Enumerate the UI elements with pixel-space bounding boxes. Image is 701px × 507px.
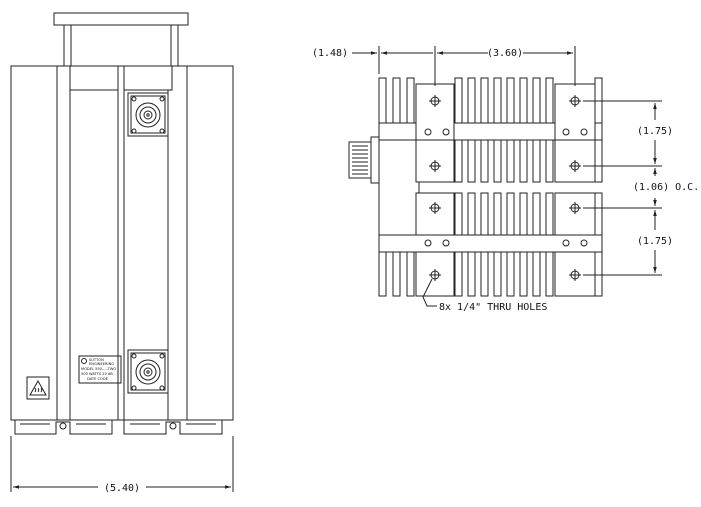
nameplate: SUTTON ENGINEERING MODEL 550-...-TWO 500…	[79, 356, 121, 383]
dim-top-label: (3.60)	[487, 48, 523, 59]
holes-note-label: 8x 1/4" THRU HOLES	[439, 302, 547, 313]
feet	[15, 420, 222, 434]
dim-center-spacing-label: (1.06) O.C.	[633, 182, 699, 193]
side-view: (1.48) (3.60) (1.75) (1.06) O.C. (1.75)	[312, 46, 699, 313]
clamp-blocks	[416, 84, 595, 296]
nameplate-line-3: MODEL 550-...-TWO	[81, 367, 116, 371]
bottom-connector-icon	[128, 350, 168, 393]
nameplate-line-5: DATE CODE	[87, 377, 109, 381]
top-connector-icon	[128, 93, 168, 136]
dim-upper-spacing-label: (1.75)	[637, 126, 673, 137]
dim-lower-spacing-label: (1.75)	[637, 236, 673, 247]
hot-surface-warning-icon	[27, 377, 49, 399]
nameplate-line-4: 500 WATTS 20 dB	[81, 372, 113, 376]
mounting-holes	[429, 95, 581, 281]
front-view: SUTTON ENGINEERING MODEL 550-...-TWO 500…	[11, 13, 233, 494]
screw-heads	[425, 129, 587, 246]
top-dimensions: (1.48) (3.60)	[312, 46, 575, 86]
nameplate-line-1: SUTTON	[89, 358, 104, 362]
top-handle	[54, 13, 188, 66]
enclosure-body	[11, 66, 233, 420]
side-connector-icon	[349, 137, 379, 183]
overall-width-dimension: (5.40)	[11, 436, 233, 494]
dim-left-label: (1.48)	[312, 48, 348, 59]
nameplate-line-2: ENGINEERING	[89, 362, 114, 366]
overall-width-label: (5.40)	[104, 483, 140, 494]
holes-note: 8x 1/4" THRU HOLES	[423, 279, 547, 313]
right-dimensions: (1.75) (1.06) O.C. (1.75)	[583, 101, 699, 275]
